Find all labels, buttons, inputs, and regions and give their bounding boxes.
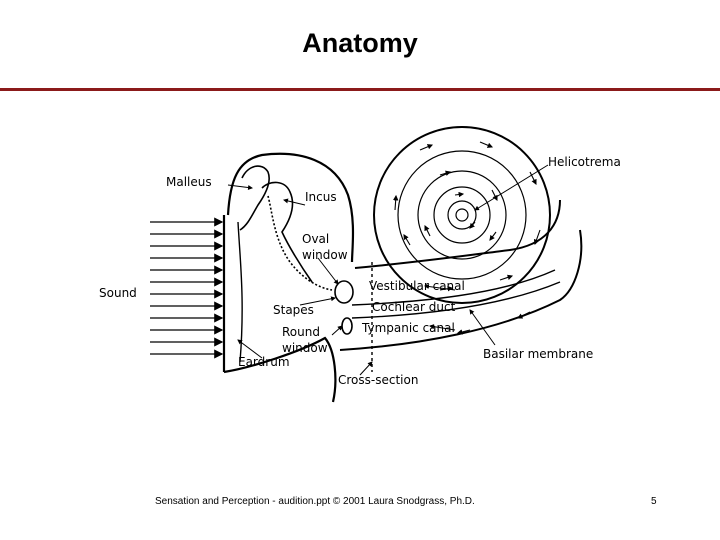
label-tympanic-canal: Tympanic canal	[361, 321, 455, 335]
leader-lines	[228, 165, 548, 375]
label-helicotrema: Helicotrema	[548, 155, 621, 169]
label-malleus: Malleus	[166, 175, 212, 189]
label-incus: Incus	[305, 190, 337, 204]
label-basilar-membrane: Basilar membrane	[483, 347, 593, 361]
label-sound: Sound	[99, 286, 137, 300]
round-window	[342, 318, 352, 334]
label-vestibular-canal: Vestibular canal	[369, 279, 465, 293]
page-number: 5	[651, 496, 657, 507]
label-round-window-2: window	[282, 341, 328, 355]
oval-window	[335, 281, 353, 303]
slide-footer: Sensation and Perception - audition.ppt …	[155, 496, 475, 507]
label-round-window: Round	[282, 325, 320, 339]
ossicles	[240, 166, 332, 290]
label-stapes: Stapes	[273, 303, 314, 317]
label-oval-window: Oval	[302, 232, 329, 246]
label-oval-window-2: window	[302, 248, 348, 262]
label-cochlear-duct: Cochlear duct	[372, 300, 456, 314]
cochlea-coil	[374, 127, 550, 303]
label-eardrum: Eardrum	[238, 355, 290, 369]
sound-arrows	[150, 222, 222, 354]
label-cross-section: Cross-section	[338, 373, 418, 387]
